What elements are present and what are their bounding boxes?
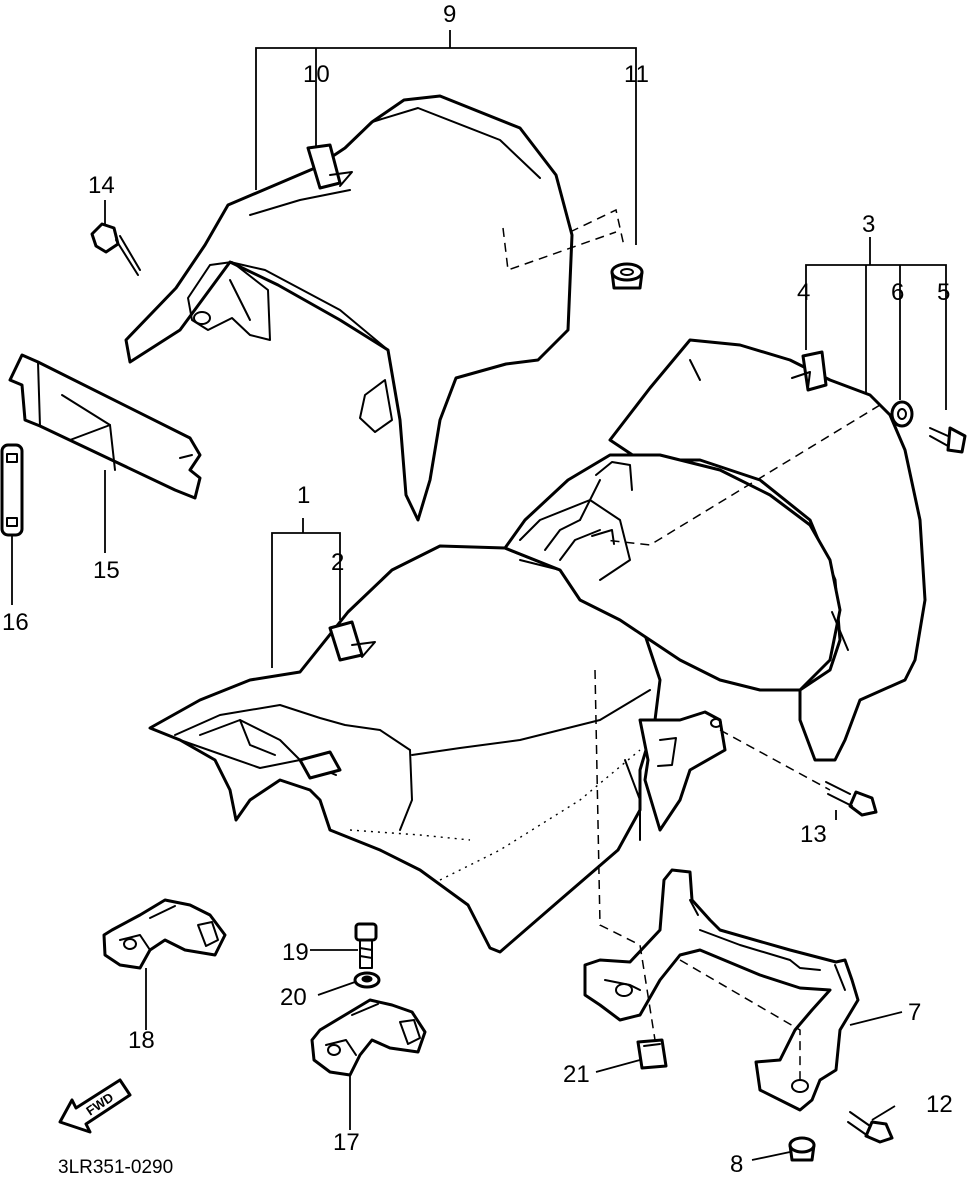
callout-1: 1 — [297, 482, 310, 509]
callout-14: 14 — [88, 172, 115, 199]
callout-3: 3 — [862, 211, 875, 238]
callout-5: 5 — [937, 279, 950, 306]
callout-13: 13 — [800, 821, 827, 848]
part-17-lock — [310, 998, 427, 1130]
callout-7: 7 — [908, 999, 921, 1026]
part-15-plate — [8, 353, 202, 553]
front-seat — [148, 544, 662, 954]
part-18-lock — [102, 898, 227, 1030]
callout-4: 4 — [797, 279, 810, 306]
callout-group-9 — [255, 30, 637, 245]
part-16-strap — [0, 443, 24, 605]
part-5-bolt — [929, 426, 967, 454]
part-4-tab — [791, 350, 828, 392]
part-21-clip — [636, 1038, 668, 1070]
callout-6: 6 — [891, 279, 904, 306]
callout-16: 16 — [2, 609, 29, 636]
drawing-code: 3LR351-0290 — [58, 1157, 173, 1178]
part-11-grommet — [610, 262, 644, 290]
callout-20: 20 — [280, 984, 307, 1011]
fwd-arrow-icon: FWD — [58, 1078, 132, 1134]
callout-labels: 9 10 11 14 3 4 6 5 1 2 15 16 13 19 20 7 … — [2, 1, 953, 1178]
part-13-bolt — [825, 781, 878, 820]
callout-group-1 — [271, 518, 341, 668]
rear-seat — [124, 94, 625, 522]
callout-17: 17 — [333, 1129, 360, 1156]
callout-11: 11 — [624, 61, 649, 88]
part-14-bolt — [90, 200, 141, 276]
part-7-frame — [583, 868, 860, 1112]
callout-group-3 — [805, 237, 947, 410]
callout-19: 19 — [282, 939, 309, 966]
part-19-bolt — [354, 922, 378, 969]
rear-seat-base — [503, 338, 927, 762]
part-8-nut — [788, 1136, 816, 1162]
seat-mount-bracket — [638, 710, 727, 832]
callout-9: 9 — [443, 1, 456, 28]
part-10-tab — [306, 143, 353, 190]
part-20-washer — [353, 971, 381, 989]
part-2-tab — [328, 620, 376, 662]
part-6-washer — [890, 400, 914, 428]
callout-21: 21 — [563, 1061, 590, 1088]
callout-10: 10 — [303, 61, 330, 88]
callout-15: 15 — [93, 557, 120, 584]
callout-18: 18 — [128, 1027, 155, 1054]
callout-12: 12 — [926, 1091, 953, 1118]
part-12-bolt — [847, 1111, 894, 1144]
assembly-lines — [310, 404, 903, 1161]
callout-8: 8 — [730, 1151, 743, 1178]
callout-2: 2 — [331, 549, 344, 576]
